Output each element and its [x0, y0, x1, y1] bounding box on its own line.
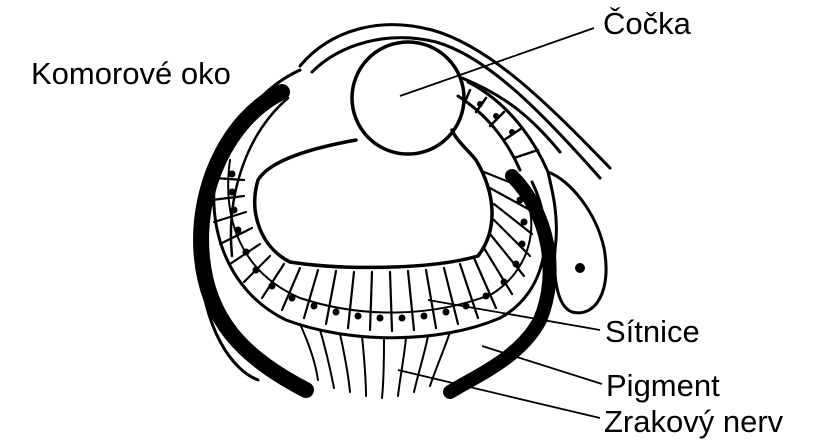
pigment-wall-left	[201, 92, 306, 390]
diagram-title: Komorové oko	[31, 58, 231, 89]
lens-label: Čočka	[603, 8, 691, 39]
optic-nerve-label: Zrakový nerv	[604, 406, 783, 437]
skin-strand-2	[312, 38, 600, 178]
retina-cell-walls	[212, 172, 532, 331]
leader-nerve	[398, 370, 600, 418]
leader-lens	[400, 28, 594, 96]
leader-retina	[428, 300, 600, 330]
pigment-label: Pigment	[606, 370, 720, 401]
skin-strand-1	[300, 25, 610, 168]
lens-shape	[352, 42, 464, 154]
eye-cavity	[255, 130, 492, 267]
retina-label: Sítnice	[605, 316, 700, 347]
side-cell	[548, 172, 606, 313]
